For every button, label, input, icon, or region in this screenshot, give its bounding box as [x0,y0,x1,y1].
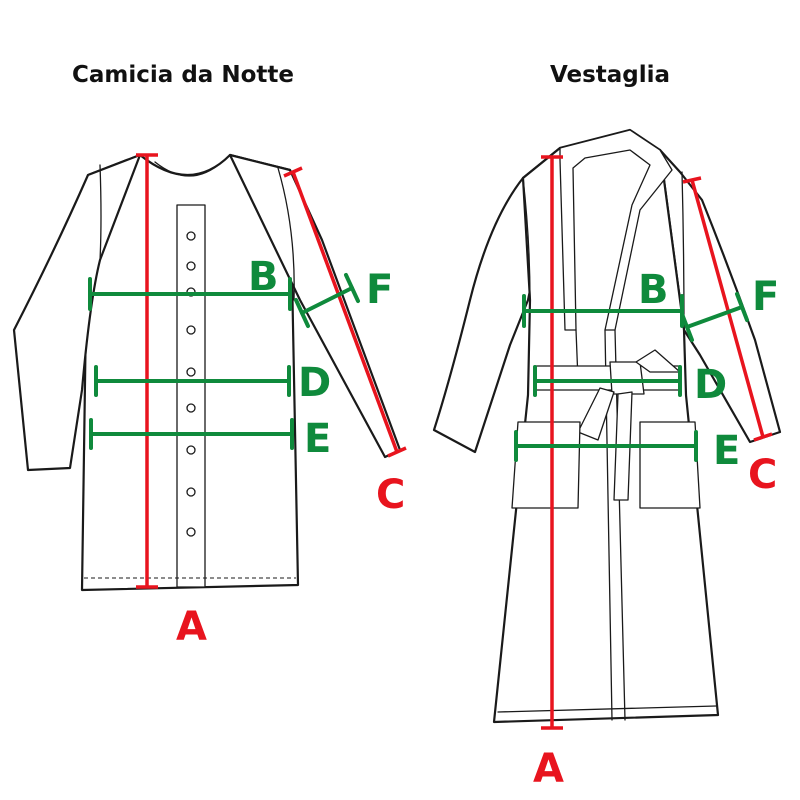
nightshirt-measurements: B F D E C A [88,153,407,650]
robe-collar [559,129,673,331]
robe-label-a: A [533,746,564,792]
nightshirt-neckline [154,161,223,177]
nightshirt-label-b: B [248,254,279,300]
robe-label-c: C [748,452,777,498]
nightshirt-label-a: A [176,604,207,650]
robe-pocket-right [639,421,701,509]
nightshirt-label-c: C [376,472,405,518]
nightshirt-label-f: F [366,267,393,313]
robe-label-f: F [752,274,779,320]
nightshirt-title: Camicia da Notte [72,62,294,88]
robe-belt-knot [609,361,645,395]
robe-line-f [685,305,744,329]
nightshirt-buttons [186,231,196,537]
nightshirt-label-e: E [304,416,331,462]
robe-label-b: B [638,267,669,313]
robe-drawing [432,128,782,724]
robe-label-e: E [713,428,740,474]
nightshirt-line-c [291,171,399,453]
nightshirt-label-d: D [298,360,331,406]
nightshirt-drawing [12,153,402,592]
nightshirt-left-sleeve [12,153,142,472]
nightshirt-line-f [300,286,354,315]
robe-line-c [690,179,765,438]
robe-pocket-left [511,421,581,509]
robe-label-d: D [694,362,727,408]
robe-measurements: B F D E C A [514,155,779,792]
robe-title: Vestaglia [549,62,671,88]
